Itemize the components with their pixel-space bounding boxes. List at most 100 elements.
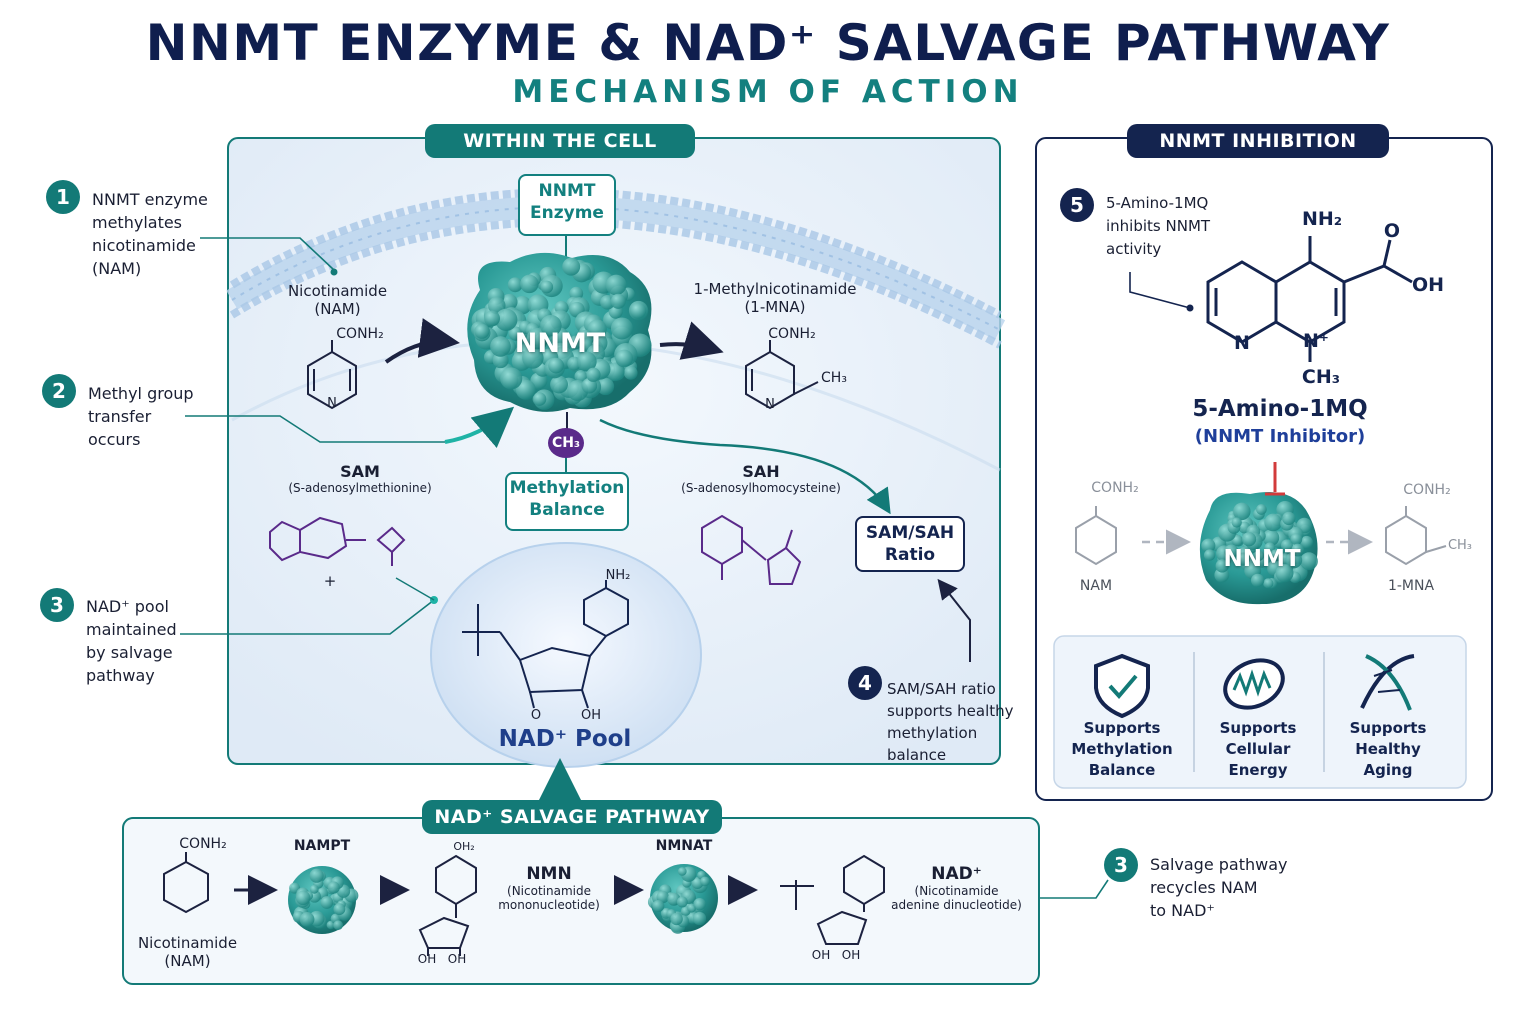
step-1-note: NNMT enzyme methylates nicotinamide (NAM… xyxy=(92,188,222,280)
step-1-line: NNMT enzyme xyxy=(92,190,208,209)
protein-bead xyxy=(299,912,315,927)
mna-name: 1-Methylnicotinamide xyxy=(693,280,857,298)
enzyme-box-line-1: NNMT xyxy=(538,181,596,201)
step-3b-line: recycles NAM xyxy=(1150,878,1258,897)
nmn-label: NMN (Nicotinamide mononucleotide) xyxy=(494,864,604,912)
nampt-label: NAMPT xyxy=(293,838,351,854)
step-1-line: methylates xyxy=(92,213,183,232)
protein-bead xyxy=(309,868,324,883)
sah-full: (S-adenosylhomocysteine) xyxy=(681,481,841,495)
mna-ch3: CH₃ xyxy=(821,370,847,386)
nad-label: NAD⁺ (Nicotinamide adenine dinucleotide) xyxy=(884,864,1029,912)
protein-bead xyxy=(562,257,581,276)
step-4-line: supports healthy xyxy=(887,702,1014,720)
protein-bead xyxy=(495,308,518,331)
benefit-line: Energy xyxy=(1228,761,1288,779)
methylation-box-line-1: Methylation xyxy=(509,478,625,498)
inh-nam-conh2: CONH₂ xyxy=(1091,480,1139,496)
nmnat-label: NMNAT xyxy=(655,838,713,854)
protein-bead xyxy=(692,911,707,926)
protein-bead xyxy=(1253,550,1265,562)
inhibitor-oh: OH xyxy=(1411,274,1445,296)
protein-bead xyxy=(576,351,597,372)
salvage-nam-conh2: CONH₂ xyxy=(179,836,227,852)
protein-bead xyxy=(1215,559,1229,573)
protein-bead xyxy=(515,379,536,400)
protein-bead xyxy=(1231,517,1242,528)
step-2-note: Methyl group transfer occurs xyxy=(88,382,218,451)
nad-full-2: adenine dinucleotide) xyxy=(891,898,1022,912)
protein-bead xyxy=(615,349,634,368)
protein-bead xyxy=(605,362,625,382)
protein-bead xyxy=(1300,552,1318,571)
inhibitor-nplus: N⁺ xyxy=(1303,330,1329,352)
protein-bead xyxy=(1262,529,1280,547)
inh-mna-conh2: CONH₂ xyxy=(1403,482,1451,498)
protein-bead xyxy=(596,377,615,396)
ratio-box-line-2: Ratio xyxy=(884,545,936,565)
protein-bead xyxy=(693,897,706,911)
nmn-full-1: (Nicotinamide xyxy=(507,884,591,898)
protein-bead xyxy=(526,327,549,350)
nmn-full-2: mononucleotide) xyxy=(498,898,600,912)
nam-abbr: (NAM) xyxy=(314,300,361,318)
shield-check-icon xyxy=(1094,653,1150,719)
inhibitor-n: N xyxy=(1234,332,1250,354)
protein-bead xyxy=(1280,539,1293,552)
tag-nad-salvage-pathway: NAD⁺ SALVAGE PATHWAY xyxy=(422,800,722,834)
inh-nam-label: NAM xyxy=(1079,578,1113,594)
protein-bead xyxy=(550,375,568,394)
ratio-box-line-1: SAM/SAH xyxy=(865,523,955,543)
protein-bead xyxy=(492,352,509,369)
salvage-nam-label: Nicotinamide (NAM) xyxy=(130,934,245,970)
protein-bead xyxy=(670,912,683,926)
protein-bead xyxy=(520,274,539,294)
step-3b-note: Salvage pathway recycles NAM to NAD⁺ xyxy=(1150,853,1300,922)
step-3-badge: 3 xyxy=(40,588,74,622)
step-3b-badge: 3 xyxy=(1104,848,1138,882)
step-4-line: balance xyxy=(887,746,947,764)
inh-mna-ch3: CH₃ xyxy=(1447,538,1473,553)
step-5-line: 5-Amino-1MQ xyxy=(1106,194,1209,212)
step-1-line: nicotinamide xyxy=(92,236,196,255)
step-4-note: SAM/SAH ratio supports healthy methylati… xyxy=(887,678,1027,766)
mna-abbr: (1-MNA) xyxy=(744,298,806,316)
nnmt-enzyme-box: NNMT Enzyme xyxy=(518,174,616,236)
protein-bead xyxy=(623,366,638,380)
protein-bead xyxy=(1203,549,1216,561)
inh-mna-label: 1-MNA xyxy=(1387,578,1435,594)
page-title: NNMT ENZYME & NAD⁺ SALVAGE PATHWAY xyxy=(145,14,1391,72)
step-1-badge: 1 xyxy=(46,180,80,214)
protein-bead xyxy=(1256,504,1267,515)
protein-bead xyxy=(548,357,564,374)
nmn-oh-2: OH xyxy=(447,952,467,966)
protein-bead xyxy=(295,890,311,906)
salvage-nam-abbr: (NAM) xyxy=(164,952,211,970)
step-5-note: 5-Amino-1MQ inhibits NNMT activity xyxy=(1106,192,1246,261)
protein-bead xyxy=(1264,513,1282,532)
nam-n: N xyxy=(327,396,337,411)
protein-bead xyxy=(1269,549,1282,562)
nad-oh: OH xyxy=(580,708,601,723)
step-1-line: (NAM) xyxy=(92,259,142,278)
protein-bead xyxy=(1263,578,1274,589)
protein-bead xyxy=(586,367,601,382)
nam-name: Nicotinamide xyxy=(287,282,388,300)
benefit-line: Methylation xyxy=(1071,740,1173,758)
enzyme-box-line-2: Enzyme xyxy=(530,203,604,223)
protein-bead xyxy=(309,884,319,894)
nad-nh2: NH₂ xyxy=(605,568,631,583)
step-2-line: transfer xyxy=(88,407,152,426)
step-3b-line: Salvage pathway xyxy=(1150,855,1288,874)
page-subtitle: MECHANISM OF ACTION xyxy=(512,74,1024,110)
dna-icon xyxy=(1360,654,1415,711)
nad-oh-2: OH xyxy=(841,948,861,962)
nad-o: O xyxy=(530,708,542,723)
inhibitor-name: 5-Amino-1MQ xyxy=(1192,396,1368,422)
protein-bead xyxy=(507,277,523,293)
step-5-line: activity xyxy=(1106,240,1162,258)
protein-bead xyxy=(1201,538,1216,553)
mna-label: 1-Methylnicotinamide (1-MNA) xyxy=(690,280,860,316)
methylation-balance-box: Methylation Balance xyxy=(505,472,629,531)
protein-bead xyxy=(333,920,344,931)
